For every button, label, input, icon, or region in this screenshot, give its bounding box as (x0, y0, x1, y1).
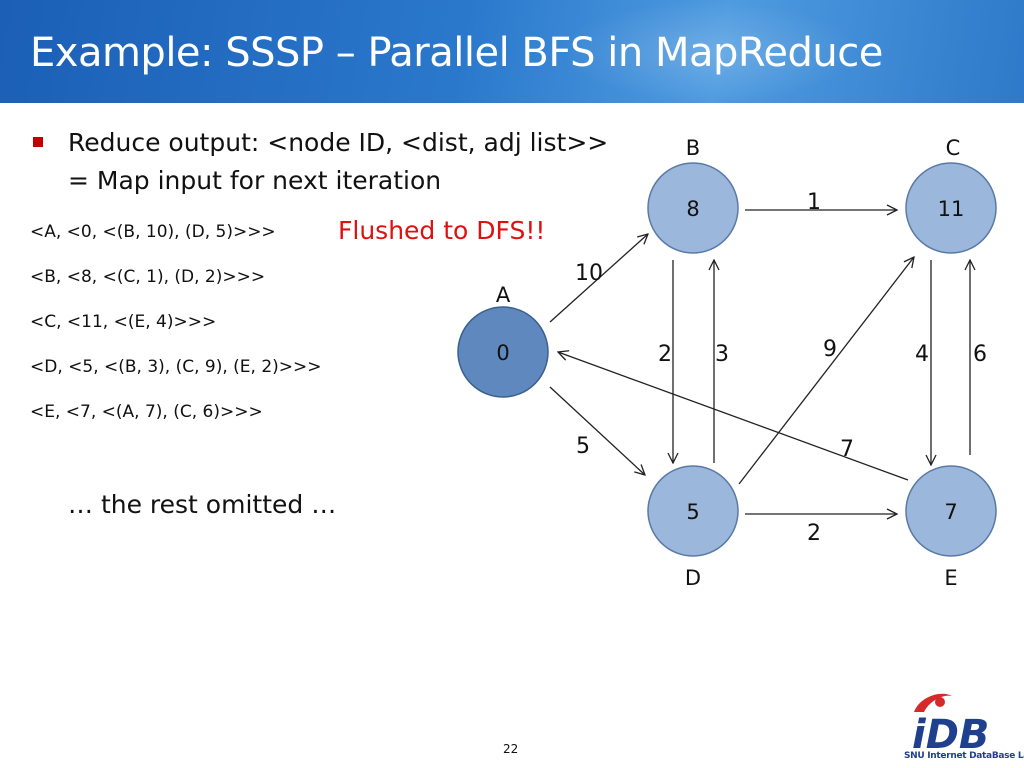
edge-weight-b-c: 1 (807, 190, 821, 215)
node-d-value: 5 (686, 500, 699, 524)
record-e: <E, <7, <(A, 7), (C, 6)>>> (30, 402, 263, 422)
node-d (647, 465, 739, 557)
edge-weight-d-e: 2 (807, 521, 821, 546)
logo-dot (935, 697, 945, 707)
edge-weight-b-d: 2 (658, 342, 672, 367)
node-c-value: 11 (938, 197, 965, 221)
node-b-label: B (686, 136, 700, 160)
edge-weight-a-b: 10 (575, 261, 603, 286)
record-c: <C, <11, <(E, 4)>>> (30, 312, 217, 332)
node-e (905, 465, 997, 557)
flushed-note: Flushed to DFS!! (338, 216, 546, 245)
page-number: 22 (503, 742, 519, 756)
node-c (905, 162, 997, 254)
title-bar: Example: SSSP – Parallel BFS in MapReduc… (0, 0, 1024, 103)
idb-logo: iDB (912, 693, 989, 758)
title-bar-highlight (560, 0, 860, 103)
edge-d-c (738, 257, 914, 485)
node-e-label: E (944, 566, 957, 590)
edge-weight-d-b: 3 (715, 342, 729, 367)
node-e-value: 7 (944, 500, 957, 524)
node-a-label: A (496, 283, 511, 307)
edge-a-d (549, 386, 645, 475)
bullet-marker (33, 137, 43, 147)
edge-weight-c-e: 4 (915, 342, 929, 367)
edge-weight-e-c: 6 (973, 342, 987, 367)
bullet-line-1: Reduce output: <node ID, <dist, adj list… (68, 128, 609, 157)
node-a (457, 306, 549, 398)
record-b: <B, <8, <(C, 1), (D, 2)>>> (30, 267, 266, 287)
node-c-label: C (946, 136, 961, 160)
edge-weight-d-c: 9 (823, 337, 837, 362)
edge-weight-e-a: 7 (840, 437, 854, 462)
edge-a-b (549, 234, 648, 323)
edge-weight-a-d: 5 (576, 434, 590, 459)
node-d-label: D (685, 566, 701, 590)
record-d: <D, <5, <(B, 3), (C, 9), (E, 2)>>> (30, 357, 322, 377)
edge-e-a (558, 352, 909, 481)
record-a: <A, <0, <(B, 10), (D, 5)>>> (30, 222, 276, 242)
node-b-value: 8 (686, 197, 699, 221)
node-b (647, 162, 739, 254)
node-a-value: 0 (496, 341, 509, 365)
rest-omitted-text: … the rest omitted … (68, 490, 337, 519)
bullet-line-2: = Map input for next iteration (68, 166, 442, 195)
logo-subtitle: SNU Internet DataBase Lab. (904, 751, 1024, 761)
logo-swoosh (914, 693, 952, 712)
logo-text: iDB (912, 712, 989, 758)
slide-title: Example: SSSP – Parallel BFS in MapReduc… (30, 30, 883, 76)
